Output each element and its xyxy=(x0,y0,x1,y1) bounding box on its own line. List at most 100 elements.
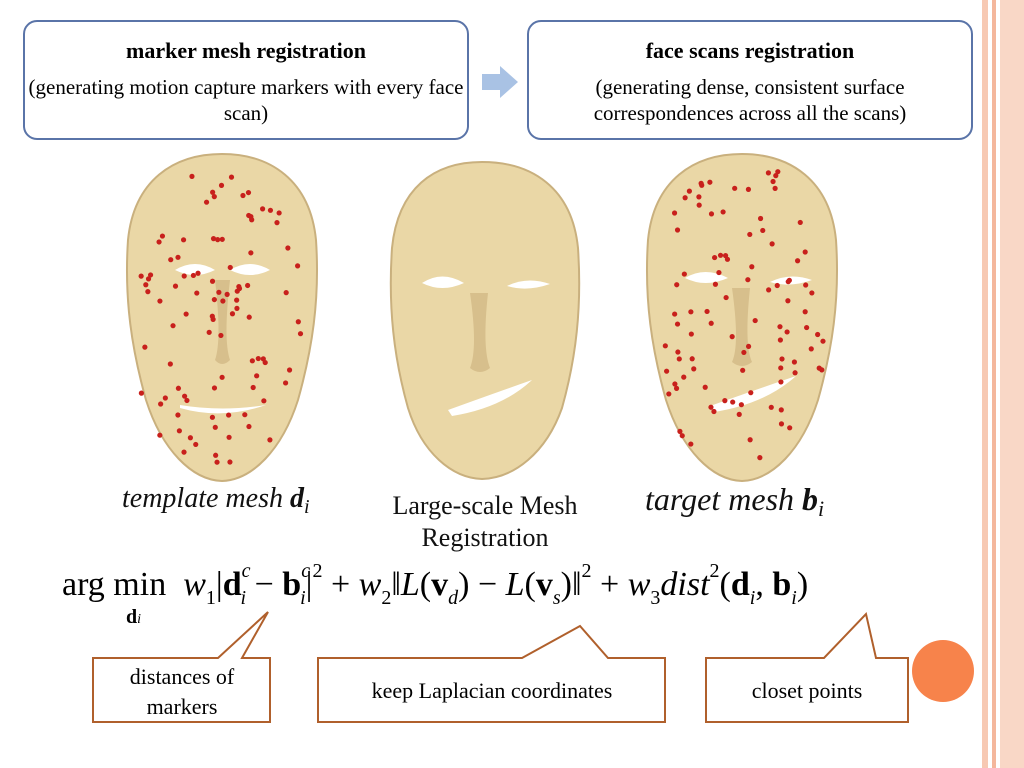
marker-dot xyxy=(210,189,216,195)
target-mesh-caption: target mesh bi xyxy=(645,481,825,521)
marker-dot xyxy=(206,329,212,335)
marker-dot xyxy=(250,384,256,391)
marker-dot xyxy=(234,297,240,303)
marker-dot xyxy=(748,390,754,396)
marker-dot xyxy=(157,298,163,304)
marker-dot xyxy=(672,311,678,317)
marker-dot xyxy=(249,217,255,223)
marker-dot xyxy=(142,344,148,350)
marker-dot xyxy=(229,311,236,317)
marker-dot xyxy=(249,358,255,364)
marker-dot xyxy=(722,253,729,259)
marker-dot xyxy=(768,404,774,410)
marker-dot xyxy=(794,258,801,264)
marker-dot xyxy=(245,189,252,196)
marker-dot xyxy=(802,309,808,315)
marker-dot xyxy=(246,423,252,430)
marker-dot xyxy=(184,397,190,404)
marker-dot xyxy=(674,282,680,288)
marker-dot xyxy=(673,385,680,391)
marker-dot xyxy=(261,398,267,404)
marker-dot xyxy=(194,290,200,296)
decor-stripe xyxy=(1000,0,1024,768)
marker-dot xyxy=(246,314,252,320)
marker-dot xyxy=(158,401,164,407)
marker-dot xyxy=(255,355,261,362)
argmin-subscript: di xyxy=(126,606,142,628)
marker-dot xyxy=(736,411,742,417)
marker-dot xyxy=(675,349,681,355)
marker-dot xyxy=(674,321,681,327)
marker-dot xyxy=(688,441,694,447)
marker-dot xyxy=(295,263,301,269)
marker-dot xyxy=(707,179,713,185)
marker-dot xyxy=(245,282,251,289)
marker-dot xyxy=(688,309,694,315)
marker-dot xyxy=(138,390,144,396)
marker-dot xyxy=(745,343,752,350)
marker-dot xyxy=(712,281,719,287)
marker-dot xyxy=(666,391,672,397)
marker-dot xyxy=(295,319,301,325)
marker-dot xyxy=(224,291,230,297)
marker-dot xyxy=(708,404,714,410)
marker-dot xyxy=(297,331,304,337)
marker-dot xyxy=(176,428,182,434)
marker-dot xyxy=(779,356,785,362)
marker-dot xyxy=(227,264,233,271)
marker-dot xyxy=(774,282,780,289)
marker-dot xyxy=(248,250,254,256)
marker-dot xyxy=(180,237,187,243)
marker-dot xyxy=(681,271,687,277)
marker-dot xyxy=(772,185,778,191)
box-title: face scans registration xyxy=(645,38,855,63)
scan-face-image xyxy=(389,160,581,481)
marker-dot xyxy=(242,412,248,418)
marker-dot xyxy=(815,331,821,338)
marker-dot xyxy=(172,283,179,289)
marker-dot xyxy=(773,173,779,179)
marker-dot xyxy=(267,437,273,443)
marker-dot xyxy=(809,290,815,296)
marker-dot xyxy=(664,368,670,374)
marker-dot xyxy=(777,337,783,343)
marker-dot xyxy=(220,298,226,304)
marker-dot xyxy=(662,343,668,349)
marker-dot xyxy=(729,334,735,340)
marker-dot xyxy=(819,367,825,373)
marker-dot xyxy=(738,402,744,408)
marker-dot xyxy=(227,459,233,465)
box-description: (generating dense, consistent surface co… xyxy=(593,75,907,125)
marker-dot xyxy=(784,329,790,335)
marker-dot xyxy=(696,194,702,200)
scan-registration-box: face scans registration (generating dens… xyxy=(527,20,973,140)
argmin-operator: arg min xyxy=(62,566,167,603)
marker-dot xyxy=(747,437,753,443)
marker-dot xyxy=(698,180,704,186)
marker-dot xyxy=(210,236,217,242)
marker-dot xyxy=(187,435,193,441)
marker-dot xyxy=(240,192,246,199)
marker-dot xyxy=(285,245,291,251)
marker-dot xyxy=(792,370,798,376)
marker-dot xyxy=(674,227,681,233)
marker-dot xyxy=(757,215,764,222)
marker-dot xyxy=(778,421,785,427)
marker-dot xyxy=(785,298,791,304)
marker-dot xyxy=(682,195,688,201)
marker-dot xyxy=(276,210,282,216)
marker-dot xyxy=(702,384,708,390)
target-face-image xyxy=(645,152,839,483)
marker-dot xyxy=(745,277,751,283)
marker-dot xyxy=(214,459,220,465)
marker-dot xyxy=(209,414,216,420)
marker-dot xyxy=(182,393,188,399)
marker-dot xyxy=(170,323,176,329)
marker-dot xyxy=(711,408,717,415)
marker-dot xyxy=(787,425,793,431)
marker-dot xyxy=(688,331,694,337)
marker-dot xyxy=(708,211,715,217)
marker-dot xyxy=(203,199,210,205)
marker-dot xyxy=(820,338,826,344)
